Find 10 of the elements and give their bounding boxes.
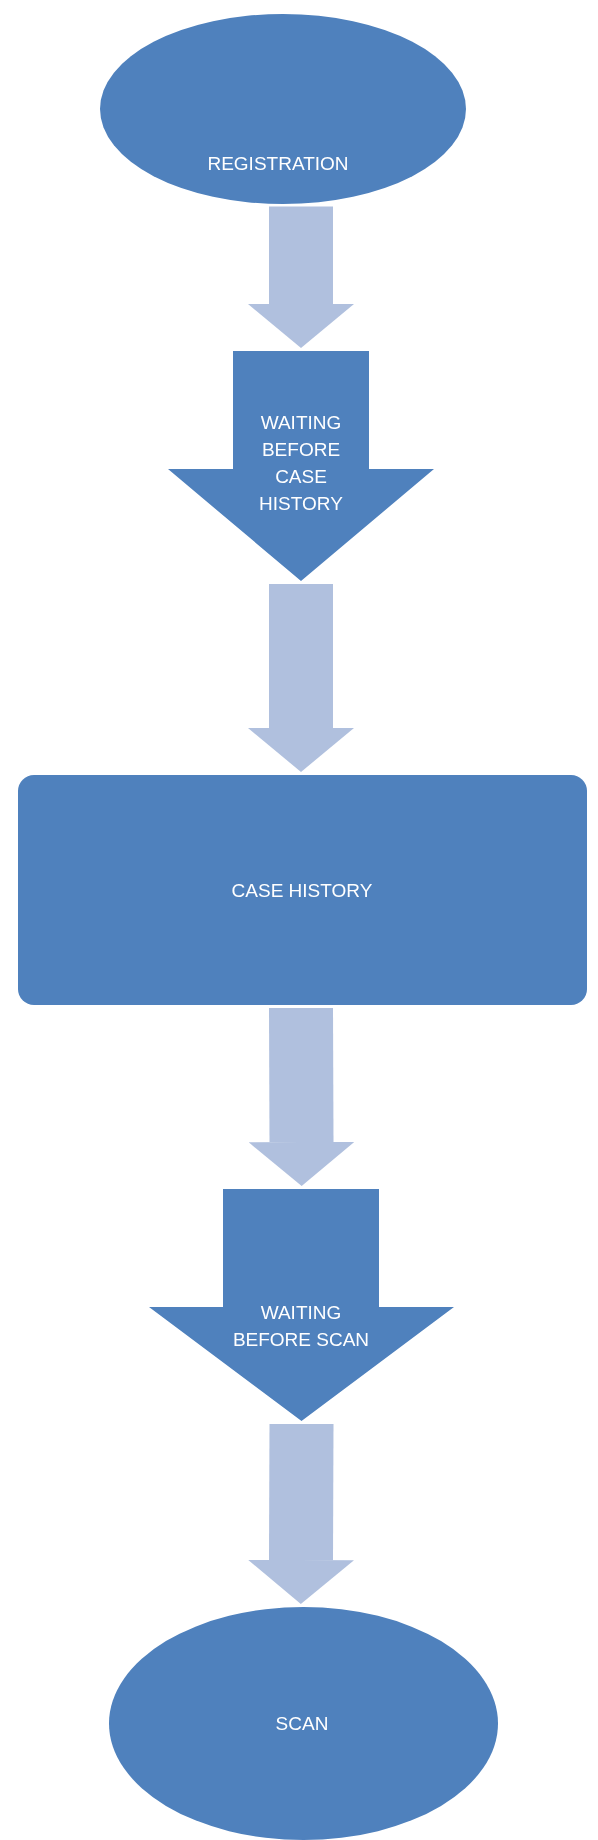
node-label: WAITING BEFORE CASE HISTORY bbox=[258, 411, 344, 516]
block-arrow bbox=[248, 1007, 355, 1186]
node-label: CASE HISTORY bbox=[230, 878, 374, 903]
block-arrow bbox=[248, 1423, 354, 1604]
node-label: SCAN bbox=[274, 1711, 330, 1736]
node-label: REGISTRATION bbox=[206, 151, 350, 176]
node-label: WAITING BEFORE SCAN bbox=[231, 1301, 371, 1352]
block-arrow bbox=[248, 584, 354, 772]
process-box bbox=[18, 775, 587, 1005]
block-arrow bbox=[248, 206, 354, 348]
